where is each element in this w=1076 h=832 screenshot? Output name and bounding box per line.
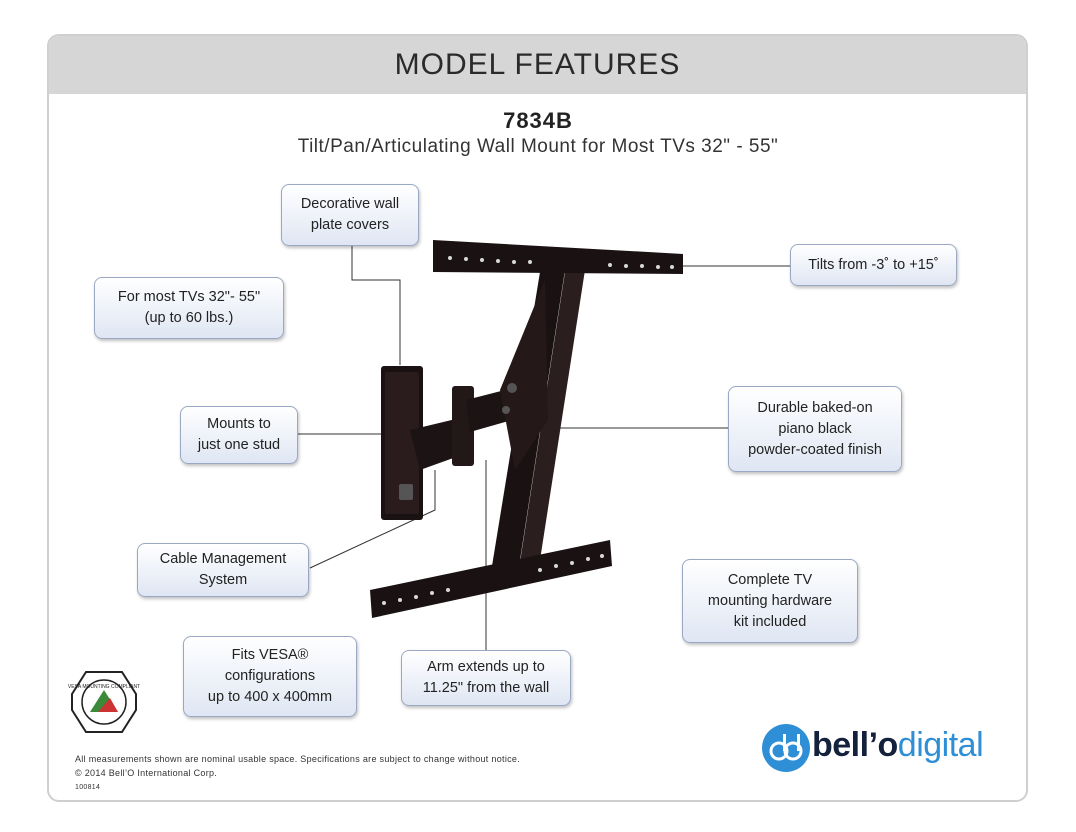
callout-hardware: Complete TV mounting hardware kit includ… — [682, 559, 858, 643]
model-number: 7834B — [503, 108, 573, 133]
vesa-badge-text: VESA MOUNTING COMPLIANT — [68, 684, 140, 690]
callout-one-stud: Mounts to just one stud — [180, 406, 298, 464]
vesa-badge: VESA MOUNTING COMPLIANT — [68, 671, 140, 733]
top-rail — [433, 240, 683, 274]
callout-vesa: Fits VESA® configurations up to 400 x 40… — [183, 636, 357, 717]
product-description: Tilt/Pan/Articulating Wall Mount for Mos… — [297, 136, 779, 157]
leader-lines — [298, 246, 790, 650]
callout-tilt: Tilts from -3˚ to +15˚ — [790, 244, 957, 286]
brand-name-light: digital — [897, 726, 984, 764]
bracket-bolt — [507, 383, 517, 393]
callout-wall-plate: Decorative wall plate covers — [281, 184, 419, 246]
bracket-bolt — [502, 406, 510, 414]
leader-cable — [309, 470, 436, 569]
page-header: MODEL FEATURES — [49, 36, 1026, 94]
callout-arm: Arm extends up to 11.25" from the wall — [401, 650, 571, 706]
leader-wall-plate — [351, 246, 401, 365]
arm-segment-2 — [466, 390, 512, 432]
bracket-right-rail — [520, 270, 585, 562]
footer-disclaimer: All measurements shown are nominal usabl… — [75, 754, 521, 764]
brand-name-bold: bell’o — [812, 726, 898, 764]
footer-copyright: © 2014 Bell’O International Corp. — [75, 768, 218, 778]
page-title: MODEL FEATURES — [394, 48, 681, 81]
brand-logo-mark — [762, 724, 810, 772]
brand-logo: bell’odigital — [812, 726, 984, 765]
bottom-rail — [370, 540, 612, 618]
footer-code: 100814 — [75, 784, 101, 791]
wall-plate-logo — [399, 484, 413, 500]
top-rail-holes — [448, 256, 674, 269]
bottom-rail-holes — [382, 554, 604, 605]
bracket-center — [500, 280, 548, 470]
wall-plate-inner — [385, 372, 419, 514]
callout-tv-size: For most TVs 32"- 55" (up to 60 lbs.) — [94, 277, 284, 339]
callout-cable: Cable Management System — [137, 543, 309, 597]
callout-finish: Durable baked-on piano black powder-coat… — [728, 386, 902, 472]
